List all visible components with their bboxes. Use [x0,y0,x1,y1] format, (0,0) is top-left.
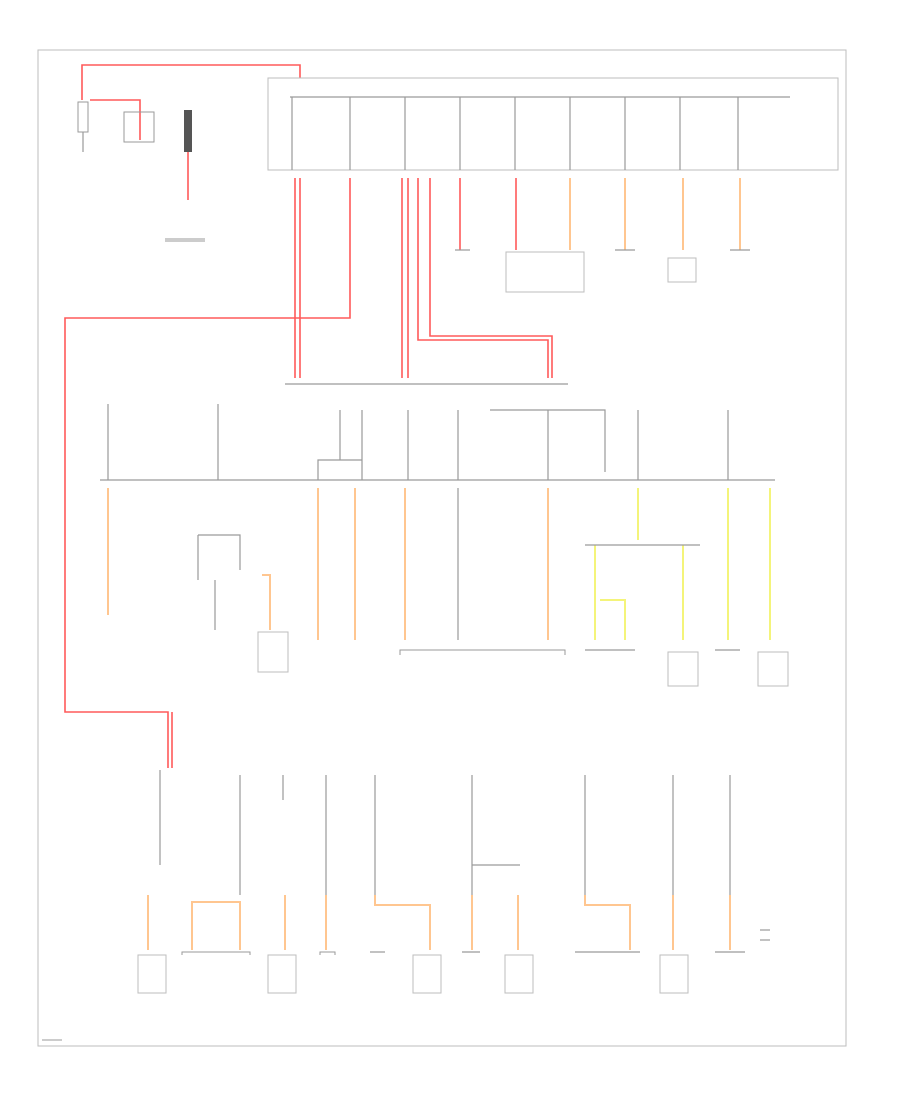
bottom-orange-branches [147,895,731,950]
starter-symbol [123,111,155,143]
fuse-row-top [291,97,739,170]
component-1 [505,251,585,293]
component-7 [267,954,297,994]
battery-symbol [77,101,89,133]
battery-section [77,64,301,242]
main-red-feeds [64,178,553,768]
generator-fusible-link [184,110,192,152]
diagram-frame [37,49,847,1047]
middle-yellow-branches [585,488,771,640]
component-2 [667,257,697,283]
component-8 [412,954,442,994]
middle-components [257,631,789,687]
generator-label [165,238,205,242]
middle-bus [100,383,775,481]
top-row-components [455,249,750,293]
top-orange-feeds [569,178,741,250]
component-9 [504,954,534,994]
underhood-fuse-block [267,77,839,171]
component-10 [659,954,689,994]
component-5 [757,651,789,687]
middle-orange-branches [107,488,549,640]
component-4 [667,651,699,687]
bottom-section [159,770,731,895]
bottom-components [137,929,770,994]
component-3 [257,631,289,673]
component-6 [137,954,167,994]
